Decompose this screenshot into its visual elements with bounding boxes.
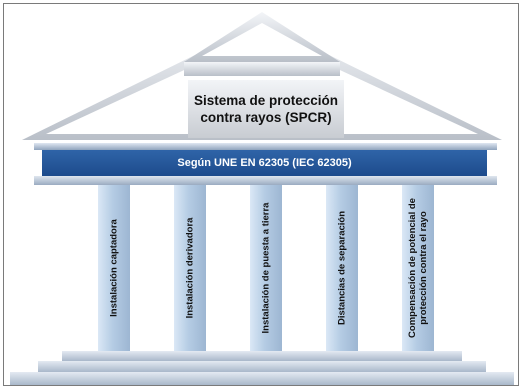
diagram-frame: Sistema de protección contra rayos (SPCR… <box>3 3 519 386</box>
roof-gable-base <box>184 62 340 76</box>
standard-label: Según UNE EN 62305 (IEC 62305) <box>177 157 352 169</box>
cornice-bottom <box>34 176 497 185</box>
column-label-line2: protección contra el rayo <box>418 211 429 325</box>
system-title-line2: contra rayos (SPCR) <box>200 110 332 125</box>
system-title-line1: Sistema de protección <box>193 93 339 108</box>
column-air-termination: Instalación captadora <box>98 185 130 351</box>
column-down-conductor: Instalación derivadora <box>174 185 206 351</box>
column-separation-distance: Distancias de separación <box>326 185 358 351</box>
system-title-box: Sistema de protección contra rayos (SPCR… <box>188 80 344 138</box>
standard-band: Según UNE EN 62305 (IEC 62305) <box>42 150 487 176</box>
cornice-top <box>34 143 497 150</box>
column-label: Instalación derivadora <box>184 217 196 319</box>
base-step-bottom <box>10 372 514 385</box>
column-label-multiline: Compensación de potencial de protección … <box>407 198 429 338</box>
column-label: Distancias de separación <box>336 210 348 326</box>
column-earthing: Instalación de puesta a tierra <box>250 185 282 351</box>
roof-gable-inner <box>202 23 322 56</box>
base-step-top <box>62 351 462 361</box>
column-label: Instalación de puesta a tierra <box>260 202 272 334</box>
column-label: Instalación captadora <box>108 219 120 317</box>
column-label-line1: Compensación de potencial de <box>407 198 418 338</box>
base-step-middle <box>38 361 486 372</box>
column-equipotential-bonding: Compensación de potencial de protección … <box>402 185 434 351</box>
